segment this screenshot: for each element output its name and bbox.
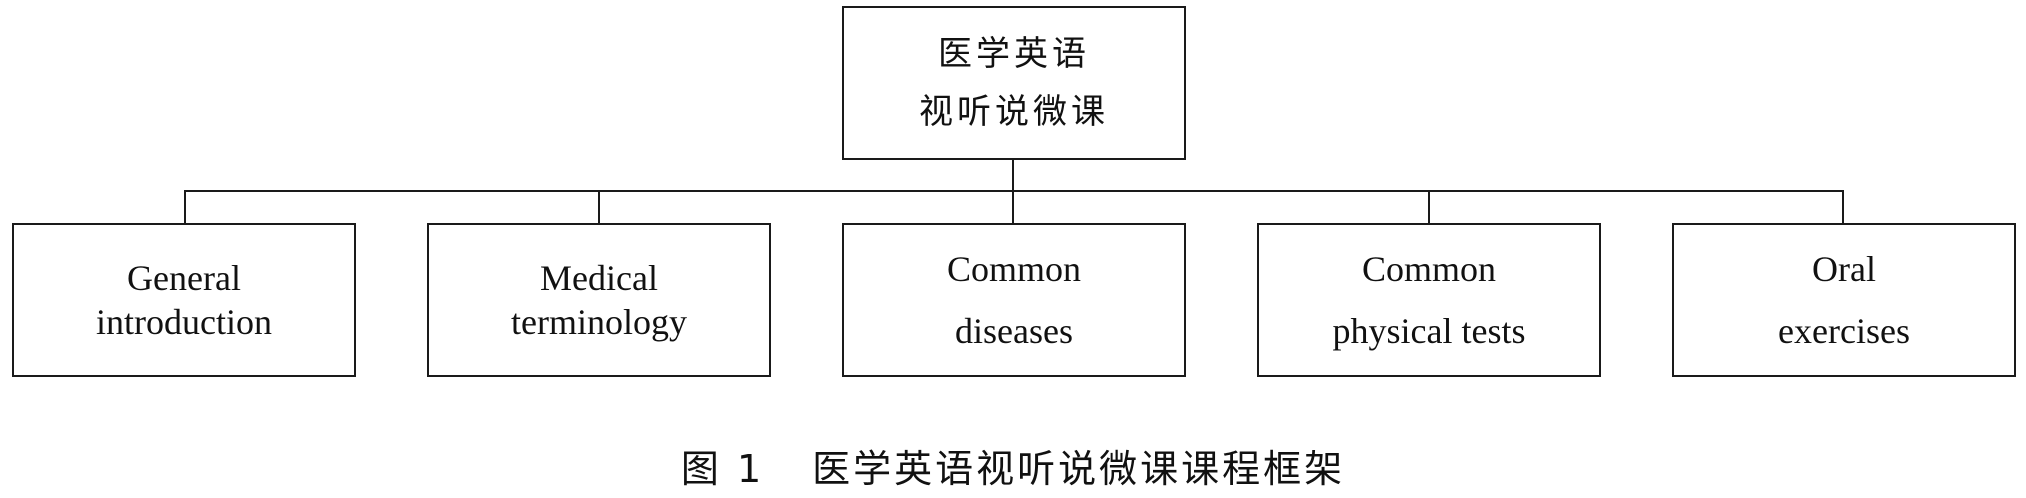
figure-number: 图 1 bbox=[680, 447, 765, 491]
root-label-line2: 视听说微课 bbox=[919, 92, 1109, 132]
root-node: 医学英语 视听说微课 bbox=[842, 6, 1186, 160]
module-label-line1: Common bbox=[1361, 249, 1496, 289]
child-connector-2 bbox=[598, 190, 600, 223]
figure-title: 医学英语视听说微课课程框架 bbox=[812, 447, 1346, 491]
module-node-common-diseases: Common diseases bbox=[842, 223, 1186, 377]
module-label-line2: introduction bbox=[96, 302, 272, 342]
figure-caption: 图 1 医学英语视听说微课课程框架 bbox=[0, 438, 2026, 493]
branch-connector bbox=[184, 190, 1844, 192]
module-node-medical-terminology: Medical terminology bbox=[427, 223, 771, 377]
child-connector-1 bbox=[184, 190, 186, 223]
module-label-line2: diseases bbox=[955, 311, 1073, 351]
module-node-oral-exercises: Oral exercises bbox=[1672, 223, 2016, 377]
module-label-line2: physical tests bbox=[1332, 311, 1526, 351]
module-label-line2: terminology bbox=[511, 302, 687, 342]
child-connector-4 bbox=[1428, 190, 1430, 223]
root-label-line1: 医学英语 bbox=[938, 34, 1090, 74]
module-label-line1: Medical bbox=[540, 258, 658, 298]
module-label-line1: General bbox=[127, 258, 241, 298]
module-label-line1: Oral bbox=[1812, 249, 1876, 289]
module-label-line2: exercises bbox=[1778, 311, 1910, 351]
module-node-common-physical-tests: Common physical tests bbox=[1257, 223, 1601, 377]
module-label-line1: Common bbox=[946, 249, 1081, 289]
child-connector-5 bbox=[1842, 190, 1844, 223]
module-node-general-introduction: General introduction bbox=[12, 223, 356, 377]
